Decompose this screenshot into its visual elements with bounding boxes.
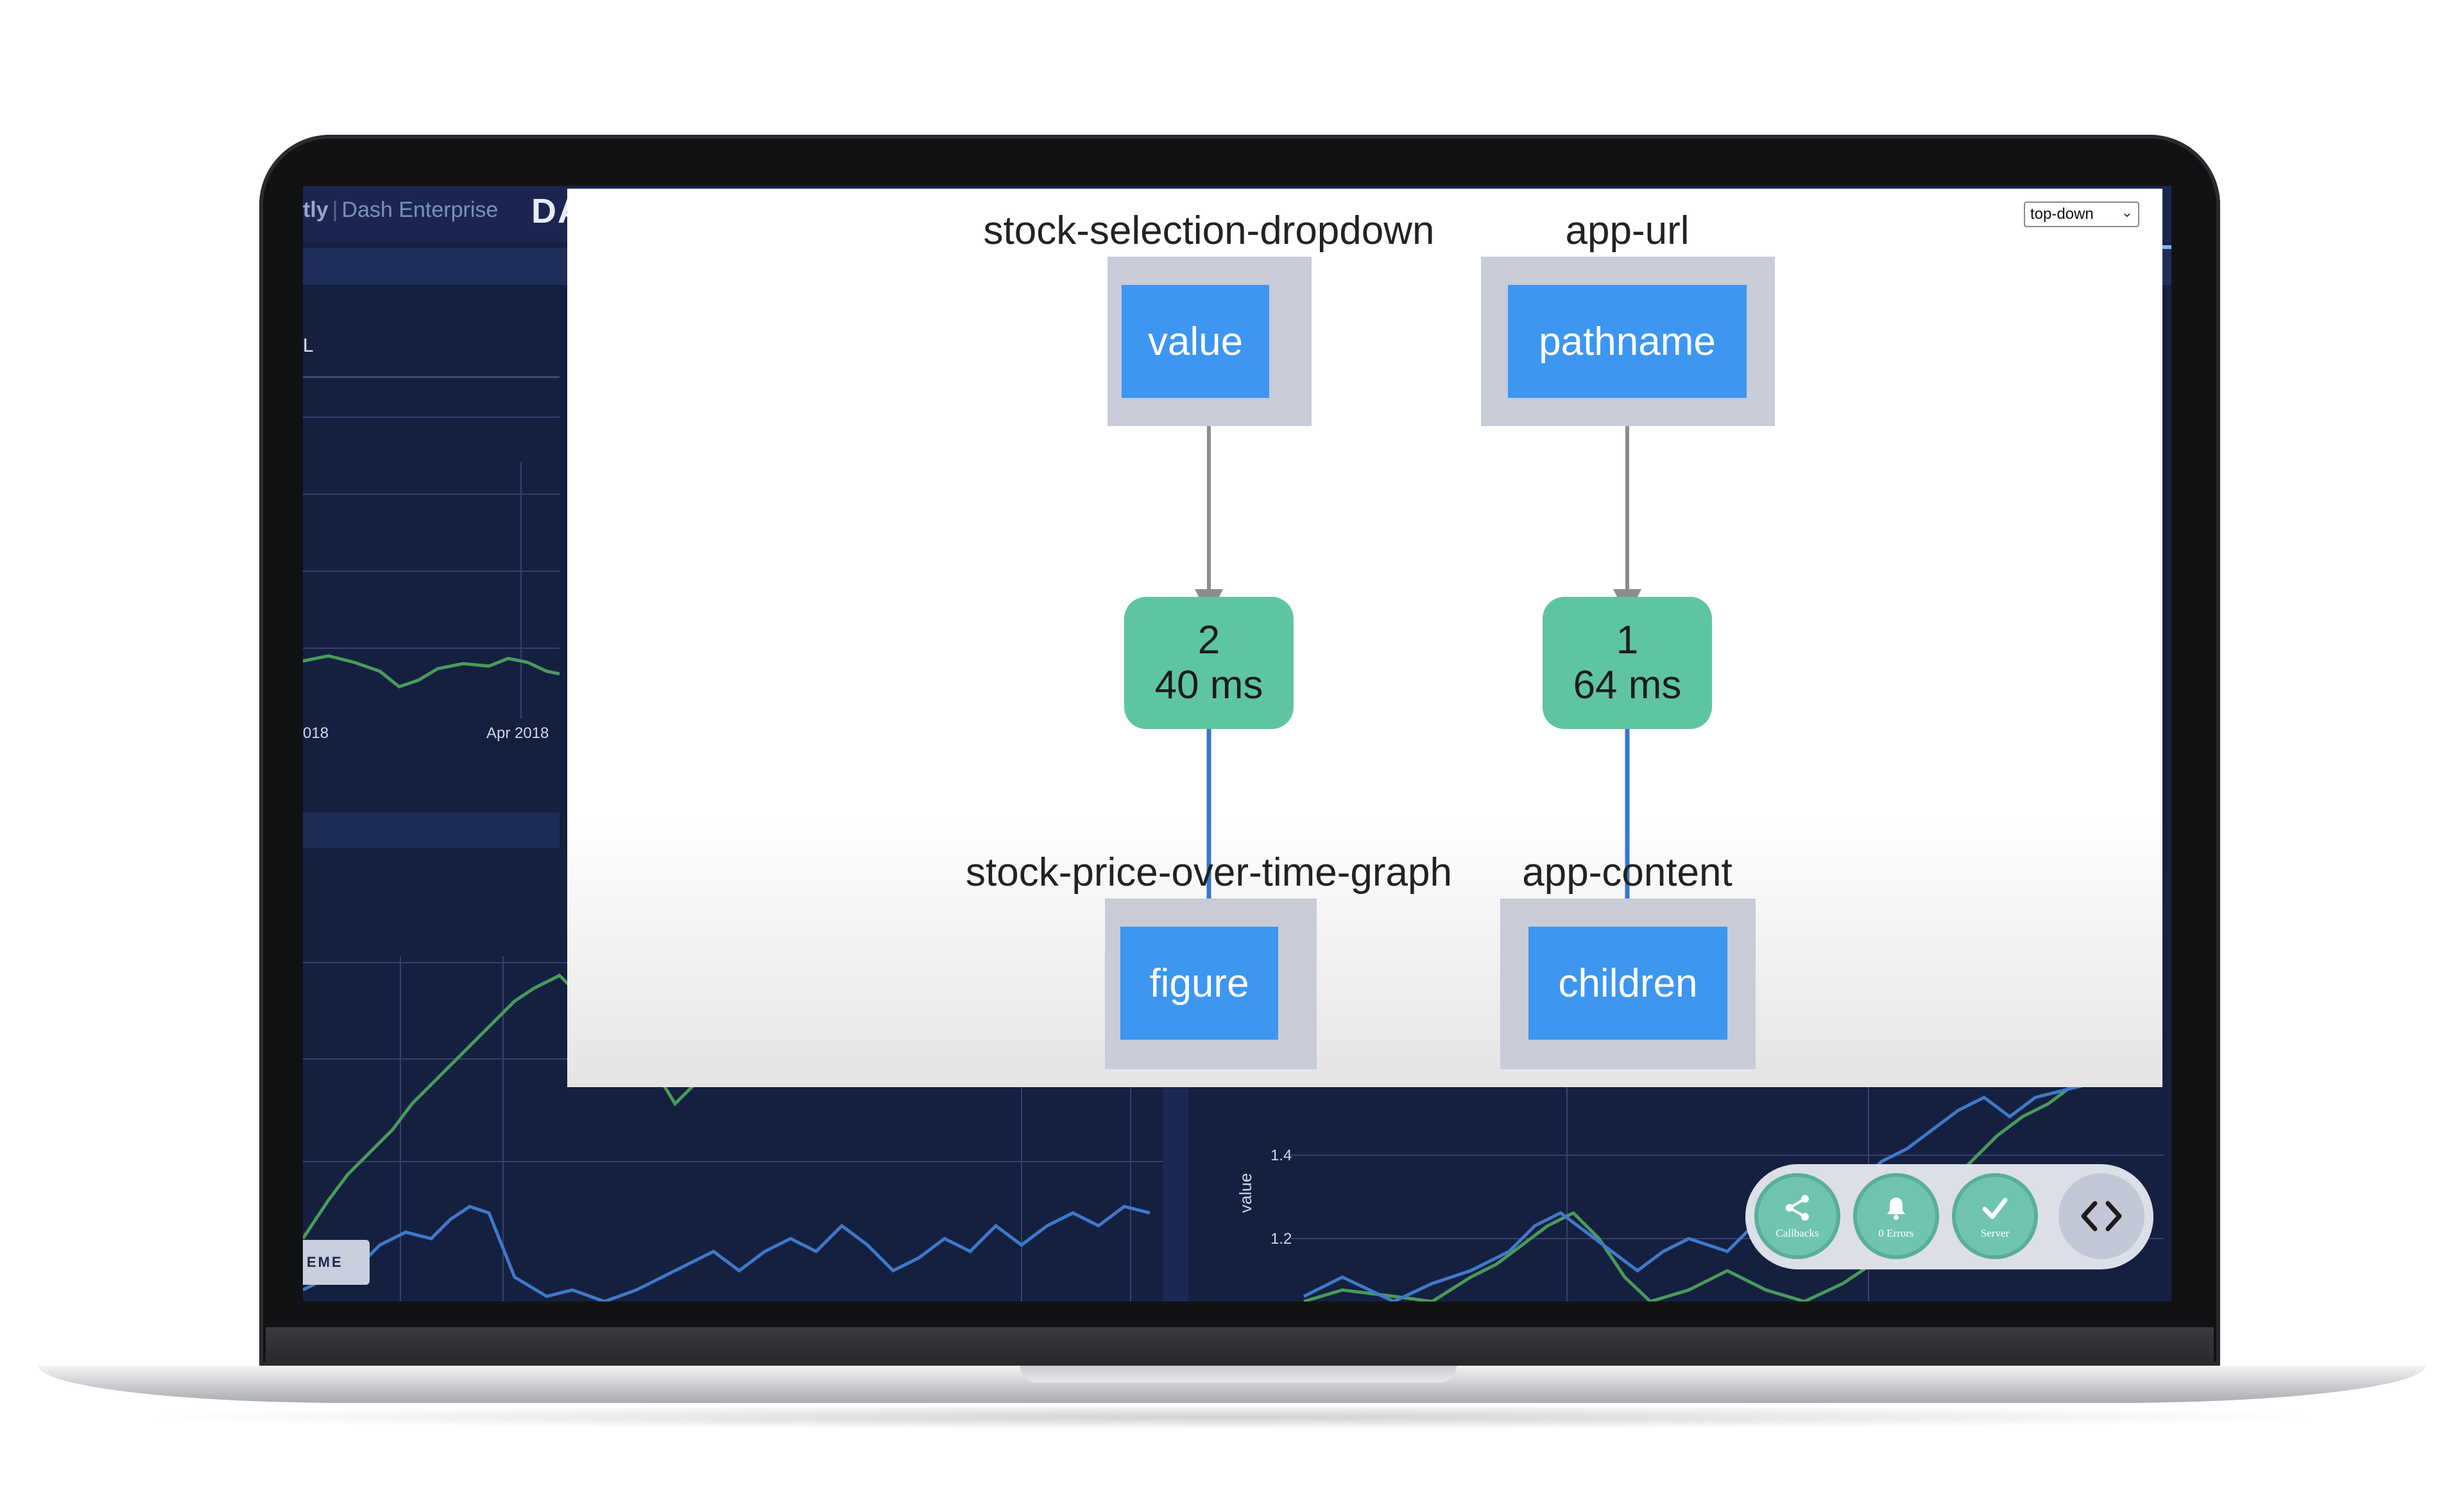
code-toggle-icon <box>2081 1201 2122 1232</box>
property-node-children[interactable]: children <box>1528 927 1727 1040</box>
callbacks-button[interactable]: Callbacks <box>1754 1173 1840 1259</box>
lower-right-green-series <box>1303 1083 2075 1301</box>
top-left-chart-grid <box>303 417 560 719</box>
left-panel-label: L <box>303 335 314 356</box>
bell-icon <box>1887 1198 1905 1220</box>
theme-toggle-button[interactable]: EME <box>303 1240 370 1285</box>
chevron-down-icon: ⌄ <box>2121 204 2133 220</box>
component-label-stock-price-over-time-graph: stock-price-over-time-graph <box>966 850 1452 895</box>
errors-label: 0 Errors <box>1878 1227 1914 1239</box>
right-tick-1: 1.4 <box>1270 1147 1292 1164</box>
devtools-toggle-button[interactable] <box>2058 1173 2144 1259</box>
callback-node-1[interactable]: 1 64 ms <box>1543 597 1712 729</box>
panel-divider <box>1163 1085 1188 1301</box>
errors-button[interactable]: 0 Errors <box>1853 1173 1939 1259</box>
logo-brand: tly <box>303 198 329 222</box>
callback-graph-panel: top-down ⌄ stock-selection-dropdown valu… <box>567 189 2162 1087</box>
right-tick-2: 1.2 <box>1270 1230 1292 1248</box>
callback-count: 1 <box>1616 618 1639 662</box>
laptop-shadow <box>128 1404 2336 1430</box>
share-icon <box>1786 1195 1809 1221</box>
tab-accent <box>2159 245 2171 249</box>
server-label: Server <box>1980 1227 2010 1239</box>
property-node-pathname[interactable]: pathname <box>1508 285 1747 398</box>
graph-edges <box>1195 403 1641 929</box>
property-node-value[interactable]: value <box>1122 285 1269 398</box>
left-tick-1: 018 <box>303 725 329 742</box>
lower-right-blue-series <box>1303 1083 2087 1301</box>
app-logo: tly|Dash Enterprise <box>303 198 498 223</box>
callback-duration: 40 ms <box>1154 663 1263 707</box>
layout-select-value: top-down <box>2030 205 2094 223</box>
background-charts: 018 Apr 2018 value 1.4 1.2 <box>303 417 2164 1301</box>
layout-select[interactable]: top-down ⌄ <box>2024 202 2139 227</box>
component-label-stock-selection-dropdown: stock-selection-dropdown <box>983 209 1435 253</box>
right-axis-title: value <box>1236 1173 1255 1213</box>
check-icon <box>1982 1198 2008 1219</box>
logo-separator: | <box>332 198 338 222</box>
callback-duration: 64 ms <box>1573 663 1682 707</box>
devtools-bar: Callbacks 0 Errors Server <box>1745 1164 2153 1269</box>
callback-node-2[interactable]: 2 40 ms <box>1124 597 1294 729</box>
top-left-line-series <box>303 654 560 689</box>
callback-count: 2 <box>1197 618 1220 662</box>
left-panel-rule <box>303 376 560 378</box>
server-button[interactable]: Server <box>1952 1173 2038 1259</box>
component-label-app-url: app-url <box>1565 209 1690 253</box>
laptop-notch <box>1020 1366 1457 1382</box>
laptop-hinge <box>266 1327 2214 1368</box>
screen: tly|Dash Enterprise DA L 018 Apr 2018 <box>303 186 2171 1301</box>
left-tick-2: Apr 2018 <box>486 725 549 742</box>
callbacks-label: Callbacks <box>1775 1227 1819 1239</box>
lower-left-blue-series <box>303 1205 1151 1301</box>
logo-product: Dash Enterprise <box>341 198 499 222</box>
mid-band <box>303 812 560 848</box>
property-node-figure[interactable]: figure <box>1120 927 1278 1040</box>
component-label-app-content: app-content <box>1522 850 1733 895</box>
